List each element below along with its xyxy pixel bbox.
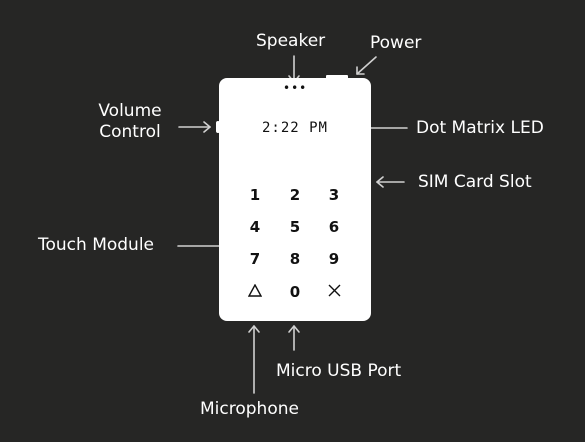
sim-card-slot-label: SIM Card Slot (418, 172, 532, 192)
key-4[interactable]: 4 (249, 218, 261, 236)
key-9[interactable]: 9 (328, 250, 340, 268)
micro-usb-port-label: Micro USB Port (276, 361, 402, 381)
usb-arrow (288, 325, 300, 351)
volume-label-line2: Control (99, 122, 161, 142)
led-display: 2:22 PM (261, 120, 328, 136)
microphone-label: Microphone (200, 399, 299, 419)
phone-body: ••• 2:22 PM 1 2 3 4 5 6 7 8 9 0 (219, 78, 371, 321)
key-0[interactable]: 0 (289, 283, 301, 301)
key-2[interactable]: 2 (289, 186, 301, 204)
key-5[interactable]: 5 (289, 218, 301, 236)
volume-label-line1: Volume (98, 101, 162, 121)
key-1[interactable]: 1 (249, 186, 261, 204)
key-7[interactable]: 7 (249, 250, 261, 268)
sim-arrow (376, 176, 405, 188)
touch-module-label: Touch Module (38, 235, 155, 255)
key-6[interactable]: 6 (328, 218, 340, 236)
x-icon[interactable] (322, 282, 346, 302)
speaker-label: Speaker (256, 31, 326, 51)
power-arrow (356, 56, 377, 75)
speaker-grille: ••• (283, 81, 308, 95)
dot-matrix-led-label: Dot Matrix LED (416, 118, 544, 138)
power-button (326, 75, 348, 79)
volume-arrow (178, 121, 211, 133)
key-8[interactable]: 8 (289, 250, 301, 268)
microphone-arrow (248, 325, 260, 394)
volume-control-label: Volume Control (96, 101, 164, 143)
triangle-icon[interactable] (243, 282, 267, 302)
key-3[interactable]: 3 (328, 186, 340, 204)
volume-button (216, 121, 220, 133)
power-label: Power (370, 33, 422, 53)
